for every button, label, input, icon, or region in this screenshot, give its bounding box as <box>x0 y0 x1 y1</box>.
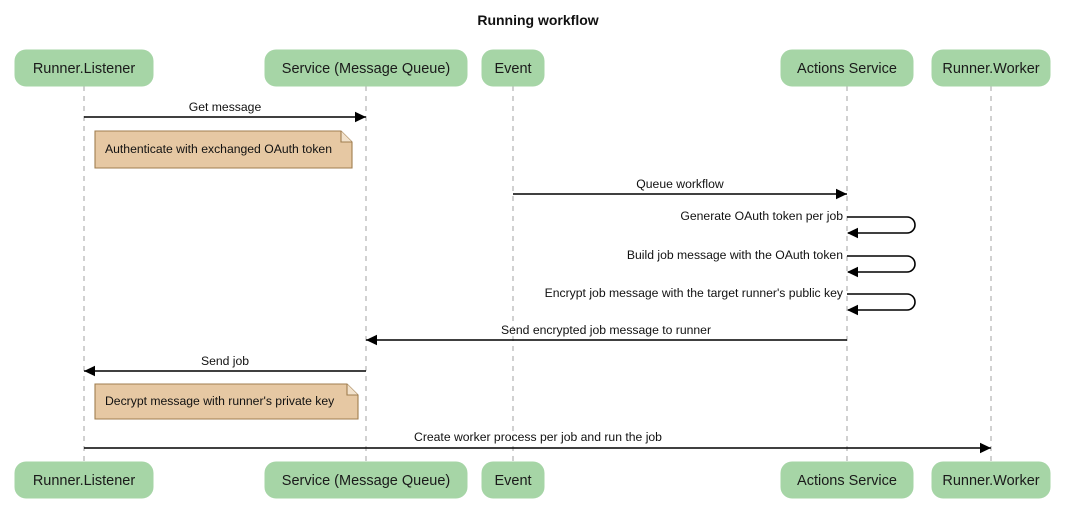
note-body-decrypt-note <box>94 383 359 420</box>
arrow-head-icon-get-message <box>355 111 366 123</box>
participant-actions-service-top[interactable]: Actions Service <box>780 49 914 87</box>
self-message-build-job-message: Build job message with the OAuth token <box>627 248 916 278</box>
self-message-generate-oauth-token: Generate OAuth token per job <box>680 209 916 239</box>
self-message-encrypt-job-message: Encrypt job message with the target runn… <box>545 286 916 316</box>
participant-box-runner-listener[interactable] <box>14 461 154 499</box>
arrow-head-icon-create-worker-process <box>980 442 991 454</box>
message-send-encrypted-job-message: Send encrypted job message to runner <box>366 323 847 346</box>
participant-service-message-queue-top[interactable]: Service (Message Queue) <box>264 49 468 87</box>
participant-label-actions-service: Actions Service <box>797 473 897 489</box>
participant-box-event[interactable] <box>481 461 545 499</box>
participants-bottom-group: Runner.Listener Service (Message Queue) Ev… <box>14 461 1051 499</box>
page-title: Running workflow <box>477 12 598 28</box>
participant-label-runner-listener: Runner.Listener <box>33 61 136 77</box>
arrow-head-icon-send-job <box>84 365 95 377</box>
participant-label-actions-service: Actions Service <box>797 61 897 77</box>
note-authenticate-note: Authenticate with exchanged OAuth token <box>94 130 353 169</box>
self-message-loop-encrypt-job-message <box>847 293 916 311</box>
participant-label-event: Event <box>494 473 531 489</box>
participant-label-service-message-queue: Service (Message Queue) <box>282 473 450 489</box>
participant-runner-worker-bottom[interactable]: Runner.Worker <box>931 461 1051 499</box>
arrow-head-icon-generate-oauth-token <box>847 227 858 239</box>
message-label-send-job: Send job <box>201 354 249 368</box>
participant-runner-listener-top[interactable]: Runner.Listener <box>14 49 154 87</box>
participant-runner-worker-top[interactable]: Runner.Worker <box>931 49 1051 87</box>
message-label-queue-workflow: Queue workflow <box>636 177 724 191</box>
participant-label-runner-worker: Runner.Worker <box>942 473 1039 489</box>
participant-actions-service-bottom[interactable]: Actions Service <box>780 461 914 499</box>
self-message-label-generate-oauth-token: Generate OAuth token per job <box>680 209 843 223</box>
participant-label-service-message-queue: Service (Message Queue) <box>282 61 450 77</box>
message-label-create-worker-process: Create worker process per job and run th… <box>414 430 662 444</box>
participant-box-actions-service[interactable] <box>780 461 914 499</box>
message-create-worker-process: Create worker process per job and run th… <box>84 430 991 454</box>
participant-box-event[interactable] <box>481 49 545 87</box>
participant-box-runner-worker[interactable] <box>931 461 1051 499</box>
participants-top-group: Runner.Listener Service (Message Queue) Ev… <box>14 49 1051 87</box>
self-message-label-encrypt-job-message: Encrypt job message with the target runn… <box>545 286 844 300</box>
note-fold-corner-icon-authenticate-note <box>340 131 352 143</box>
arrow-head-icon-queue-workflow <box>836 188 847 200</box>
participant-box-service-message-queue[interactable] <box>264 49 468 87</box>
message-label-send-encrypted-job-message: Send encrypted job message to runner <box>501 323 711 337</box>
self-message-loop-build-job-message <box>847 255 916 273</box>
note-label-authenticate-note: Authenticate with exchanged OAuth token <box>105 142 332 156</box>
message-get-message: Get message <box>84 100 366 123</box>
note-decrypt-note: Decrypt message with runner's private ke… <box>94 383 359 420</box>
arrow-head-icon-encrypt-job-message <box>847 304 858 316</box>
note-label-decrypt-note: Decrypt message with runner's private ke… <box>105 394 335 408</box>
participant-box-runner-listener[interactable] <box>14 49 154 87</box>
participant-box-runner-worker[interactable] <box>931 49 1051 87</box>
message-queue-workflow: Queue workflow <box>513 177 847 200</box>
arrow-head-icon-send-encrypted-job-message <box>366 334 377 346</box>
message-send-job: Send job <box>84 354 366 377</box>
participant-service-message-queue-bottom[interactable]: Service (Message Queue) <box>264 461 468 499</box>
participant-label-runner-worker: Runner.Worker <box>942 61 1039 77</box>
self-message-loop-generate-oauth-token <box>847 216 916 234</box>
participant-label-runner-listener: Runner.Listener <box>33 473 136 489</box>
participant-box-service-message-queue[interactable] <box>264 461 468 499</box>
participant-label-event: Event <box>494 61 531 77</box>
self-message-label-build-job-message: Build job message with the OAuth token <box>627 248 843 262</box>
participant-event-top[interactable]: Event <box>481 49 545 87</box>
lifelines-group <box>83 86 992 462</box>
participant-event-bottom[interactable]: Event <box>481 461 545 499</box>
participant-box-actions-service[interactable] <box>780 49 914 87</box>
note-fold-corner-icon-decrypt-note <box>346 384 358 396</box>
note-body-authenticate-note <box>94 130 353 169</box>
message-label-get-message: Get message <box>189 100 262 114</box>
notes-group: Authenticate with exchanged OAuth tokenD… <box>94 130 359 420</box>
arrow-head-icon-build-job-message <box>847 266 858 278</box>
participant-runner-listener-bottom[interactable]: Runner.Listener <box>14 461 154 499</box>
